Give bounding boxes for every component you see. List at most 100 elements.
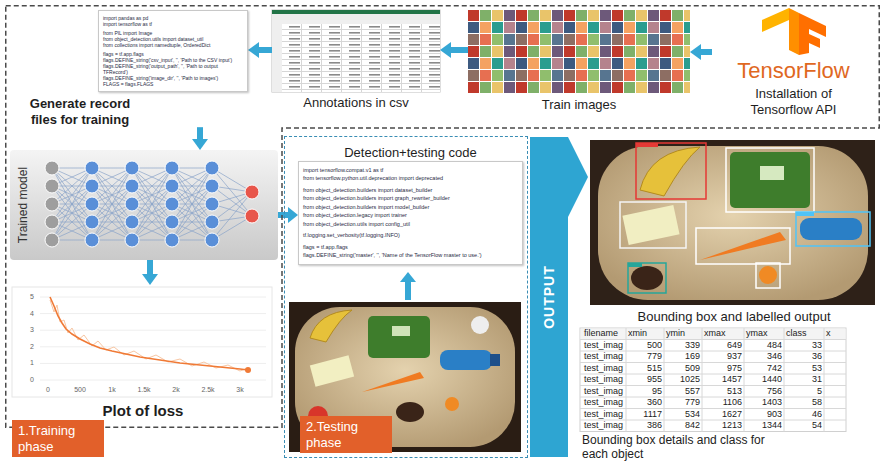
label-slot: 31: [784, 374, 824, 386]
neural-network: [85, 161, 99, 247]
neural-network: [10, 150, 278, 260]
table-cell: 53: [784, 363, 824, 375]
label-slot: 169: [664, 351, 702, 363]
output-image: [796, 212, 814, 216]
csv-block: Annotations in csv: [272, 10, 440, 111]
table-cell: 756: [744, 386, 784, 398]
image-block: Bounding box and labelled output: [590, 140, 878, 325]
code-line: import tensorflow.compat.v1 as tf: [303, 166, 518, 175]
label-slot: 360: [626, 397, 664, 409]
table-header: x: [824, 328, 844, 340]
flow-arrow: [142, 260, 158, 285]
table-header: xmax: [702, 328, 744, 340]
label-slot: 1344: [744, 420, 784, 432]
code-line: from tensorflow.python.util.deprecation …: [303, 174, 518, 183]
code-line: from object_detection.legacy import trai…: [303, 211, 518, 220]
code-line: from object_detection.utils import confi…: [303, 220, 518, 229]
caption: Annotations in csv: [303, 95, 409, 111]
phase-tag: 1.Training phase: [12, 420, 104, 457]
arrow-head: [142, 274, 158, 285]
test-image: [490, 354, 500, 366]
label-slot: 1117: [626, 409, 664, 421]
neural-network: [10, 150, 278, 260]
table-cell: 975: [702, 363, 744, 375]
code-line: flags.DEFINE_string('image_dir', '', 'Pa…: [103, 75, 243, 81]
label-slot: 955: [626, 374, 664, 386]
label-slot: 1025: [664, 374, 702, 386]
spreadsheet-screenshot: [272, 10, 440, 92]
table-cell: 649: [702, 340, 744, 352]
test-image: [396, 402, 424, 422]
neural-network: [205, 161, 219, 247]
label-slot: 2k: [162, 385, 190, 395]
label-slot: x: [824, 328, 844, 340]
table-cell: 58: [784, 397, 824, 409]
label-slot: 742: [744, 363, 784, 375]
loss-chart: [50, 297, 248, 370]
label-slot: xmax: [702, 328, 744, 340]
table-cell: 500: [626, 340, 664, 352]
label-slot: test_imag: [582, 374, 626, 386]
table-cell: test_imag: [582, 420, 626, 432]
table-cell: 779: [664, 397, 702, 409]
test-image: [362, 372, 424, 392]
table-cell: 534: [664, 409, 702, 421]
neural-network: [165, 161, 179, 247]
connector: [451, 47, 468, 53]
vertical-slot: OUTPUT: [530, 137, 568, 457]
test-image: [471, 316, 489, 334]
test-image: [289, 302, 521, 452]
output-image: [700, 232, 786, 260]
label-slot: 5: [784, 386, 824, 398]
label-slot: 557: [664, 386, 702, 398]
caption: Train images: [542, 97, 617, 113]
logo-wordmark: TensorFlow: [737, 58, 849, 83]
tensorflow-logo: [799, 13, 826, 55]
table-cell: 742: [744, 363, 784, 375]
code-line: flags.DEFINE_string('output_path', '', '…: [103, 63, 243, 75]
tensorflow-logo: [762, 8, 789, 32]
output-image: [620, 202, 686, 248]
spreadsheet-screenshot: [272, 10, 440, 92]
label-slot: 779: [626, 351, 664, 363]
up-arrow: [400, 272, 416, 282]
neural-network: [125, 161, 139, 247]
label-slot: 386: [626, 420, 664, 432]
label-slot: test_imag: [582, 420, 626, 432]
code-line: flags = tf.app.flags: [103, 51, 243, 57]
output-image: [628, 263, 666, 293]
label-slot: 2.5k: [194, 385, 222, 395]
label-slot: 54: [784, 420, 824, 432]
table-cell: 1213: [702, 420, 744, 432]
code-line: from object_detection.builders import gr…: [303, 194, 518, 203]
label-slot: 500: [626, 340, 664, 352]
axis-tick: 500: [66, 385, 94, 395]
table-cell: 1344: [744, 420, 784, 432]
phase-tag: 2.Testing phase: [300, 416, 392, 453]
image-block: Train images: [468, 10, 690, 113]
spreadsheet-screenshot: [272, 14, 440, 20]
output-arrow-shape: [530, 137, 588, 457]
tensorflow-logo: [789, 8, 799, 55]
label-slot: 3: [12, 325, 34, 335]
test-image: [310, 355, 354, 387]
label-slot: test_imag: [582, 397, 626, 409]
table-cell: 36: [784, 351, 824, 363]
output-image: [760, 166, 784, 180]
logo-block: TensorFlowInstallation of Tensorflow API: [712, 8, 875, 117]
tensorflow-logo: [762, 8, 826, 55]
table-cell: test_imag: [582, 363, 626, 375]
connector: [259, 47, 272, 53]
vertical-slot: Trained model: [10, 150, 36, 260]
label-slot: 779: [664, 397, 702, 409]
axis-tick: 2.5k: [194, 385, 222, 395]
output-arrow-shape: [530, 137, 588, 457]
label-slot: 339: [664, 340, 702, 352]
label-slot: 484: [744, 340, 784, 352]
label-slot: 1213: [702, 420, 744, 432]
code-line: tf.logging.set_verbosity(tf.logging.INFO…: [303, 231, 518, 240]
label-slot: 1627: [702, 409, 744, 421]
code-screenshot: import tensorflow.compat.v1 as tffrom te…: [298, 161, 523, 265]
code-line: flags.DEFINE_string('master', '', 'Name …: [303, 251, 518, 260]
label-slot: 1: [12, 358, 34, 368]
